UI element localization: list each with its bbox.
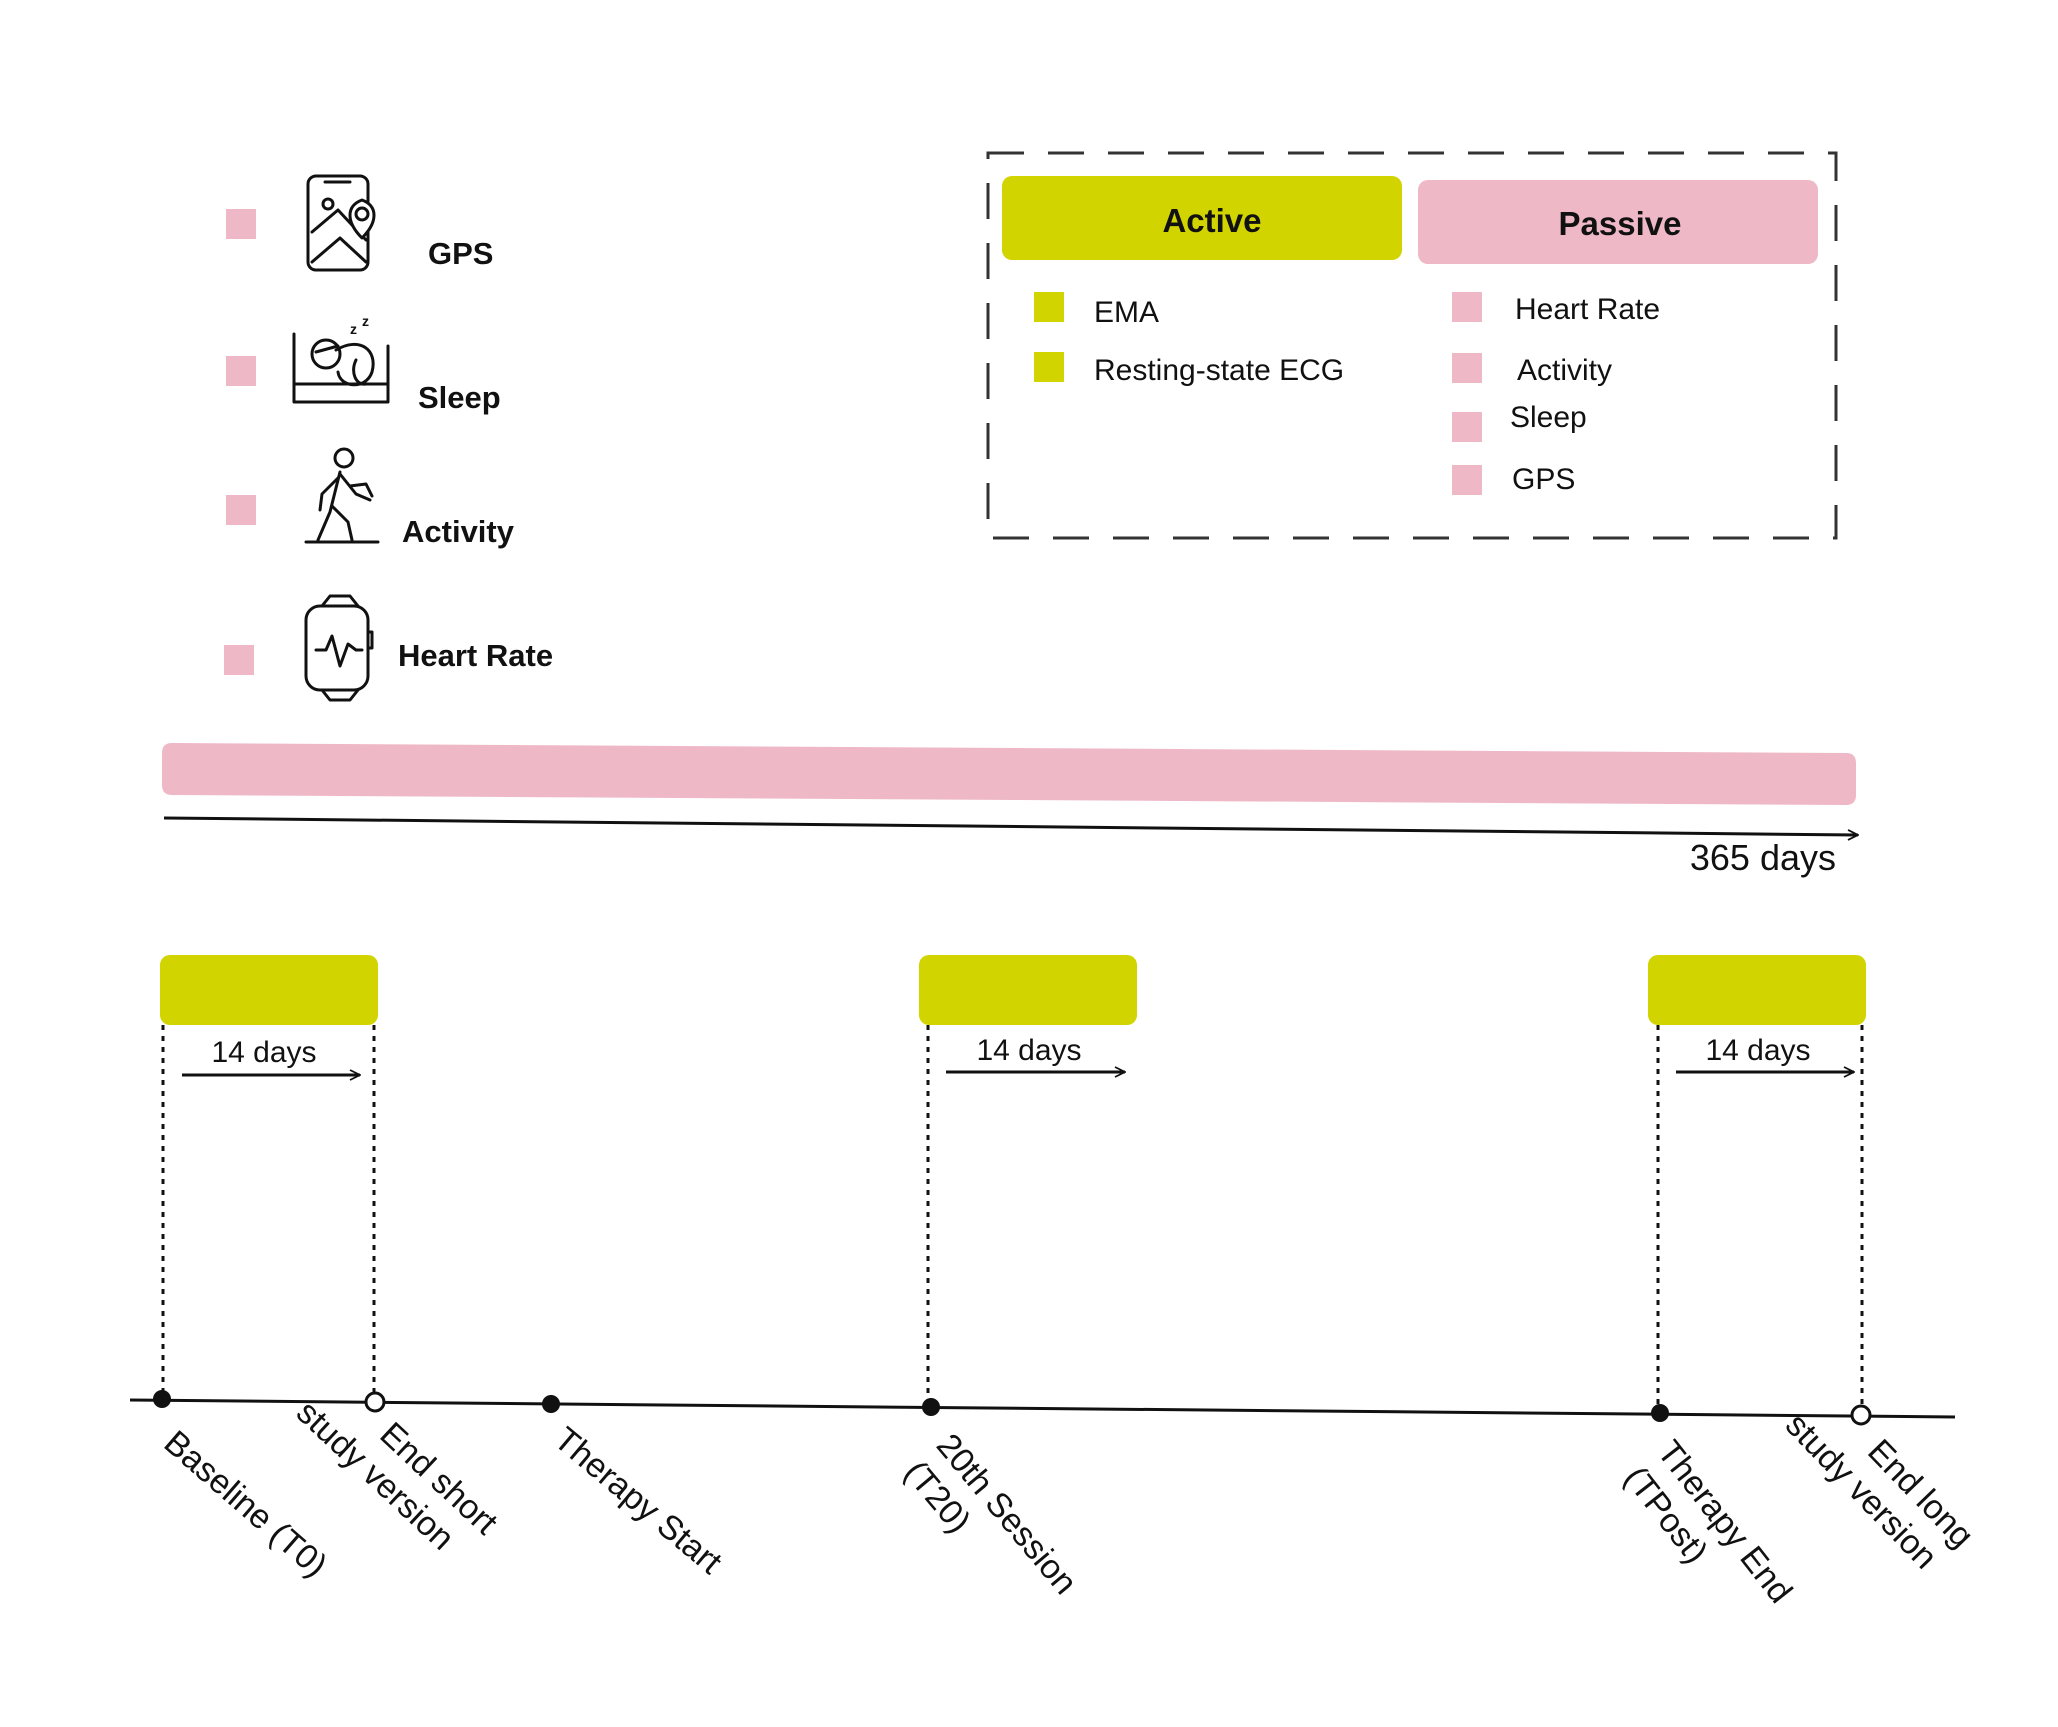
timeline-event-therapy-end-label: Therapy End (TPost) bbox=[1617, 1434, 1800, 1611]
active-window-bar bbox=[160, 955, 378, 1025]
passive-item-label: Activity bbox=[1517, 354, 1612, 387]
passive-swatch bbox=[226, 356, 256, 386]
timeline-marker-end-short bbox=[364, 1391, 386, 1413]
svg-text:z: z bbox=[350, 321, 357, 337]
modality-legend-box: Active Passive EMA Resting-state ECG Hea… bbox=[986, 151, 1838, 540]
active-window-1: 14 days bbox=[160, 955, 378, 1392]
passive-item-label: Heart Rate bbox=[1515, 293, 1660, 326]
passive-period: 365 days bbox=[162, 743, 1858, 878]
timeline-marker-therapy-end bbox=[1651, 1404, 1669, 1422]
passive-swatch bbox=[226, 495, 256, 525]
passive-duration-arrow bbox=[163, 816, 1858, 835]
smartwatch-heart-icon bbox=[304, 594, 374, 702]
legend-dashed-border bbox=[986, 151, 1838, 540]
timeline-event-label: Therapy Start bbox=[547, 1420, 730, 1582]
passive-header-title: Passive bbox=[1559, 205, 1682, 242]
passive-swatch bbox=[1452, 412, 1482, 442]
timeline-marker-20th-session bbox=[922, 1398, 940, 1416]
icon-legend: GPS z z Sleep bbox=[224, 174, 553, 702]
timeline-event-20th-session-label: 20th Session (T20) bbox=[897, 1427, 1085, 1602]
sleeping-person-icon: z z bbox=[292, 313, 390, 404]
study-timeline: Baseline (T0) End short study version Th… bbox=[129, 1390, 1981, 1611]
active-window-3: 14 days bbox=[1648, 955, 1866, 1408]
icon-legend-label: GPS bbox=[428, 236, 493, 271]
timeline-axis bbox=[129, 1398, 1956, 1419]
active-window-label: 14 days bbox=[211, 1036, 316, 1069]
active-item-list: EMA Resting-state ECG bbox=[1034, 292, 1344, 387]
passive-swatch bbox=[1452, 292, 1482, 322]
active-window-label: 14 days bbox=[976, 1034, 1081, 1067]
active-window-bar bbox=[1648, 955, 1866, 1025]
active-swatch bbox=[1034, 292, 1064, 322]
icon-legend-item-sleep: z z Sleep bbox=[226, 313, 501, 415]
timeline-marker-therapy-start bbox=[542, 1395, 560, 1413]
icon-legend-label: Activity bbox=[402, 514, 515, 549]
passive-item-label: GPS bbox=[1512, 463, 1575, 496]
passive-swatch bbox=[226, 209, 256, 239]
active-window-bar bbox=[919, 955, 1137, 1025]
passive-band bbox=[162, 743, 1856, 805]
icon-legend-label: Sleep bbox=[418, 380, 501, 415]
svg-text:z: z bbox=[362, 313, 369, 329]
passive-item-label: Sleep bbox=[1510, 401, 1587, 434]
passive-swatch bbox=[1452, 353, 1482, 383]
walking-person-icon bbox=[304, 447, 380, 544]
active-swatch bbox=[1034, 352, 1064, 382]
icon-legend-item-heart-rate: Heart Rate bbox=[224, 594, 553, 702]
active-window-label: 14 days bbox=[1705, 1034, 1810, 1067]
timeline-marker-end-long bbox=[1850, 1404, 1872, 1426]
timeline-marker-baseline bbox=[153, 1390, 171, 1408]
passive-header bbox=[1418, 180, 1818, 264]
active-window-2: 14 days bbox=[919, 955, 1137, 1400]
passive-swatch bbox=[1452, 465, 1482, 495]
icon-legend-label: Heart Rate bbox=[398, 638, 553, 673]
active-item-label: Resting-state ECG bbox=[1094, 354, 1344, 387]
icon-legend-item-gps: GPS bbox=[226, 174, 493, 272]
icon-legend-item-activity: Activity bbox=[226, 447, 515, 549]
active-header-title: Active bbox=[1162, 202, 1261, 239]
passive-duration-label: 365 days bbox=[1690, 837, 1836, 878]
timeline-event-end-long-label: End long study version bbox=[1778, 1406, 1981, 1577]
active-header bbox=[1002, 176, 1402, 260]
passive-swatch bbox=[224, 645, 254, 675]
timeline-event-end-short-label: End short study version bbox=[289, 1393, 505, 1557]
passive-item-list: Heart Rate Activity Sleep GPS bbox=[1452, 292, 1660, 496]
map-phone-pin-icon bbox=[306, 174, 376, 272]
active-item-label: EMA bbox=[1094, 296, 1159, 329]
timeline-event-label: Baseline (T0) bbox=[157, 1423, 335, 1584]
